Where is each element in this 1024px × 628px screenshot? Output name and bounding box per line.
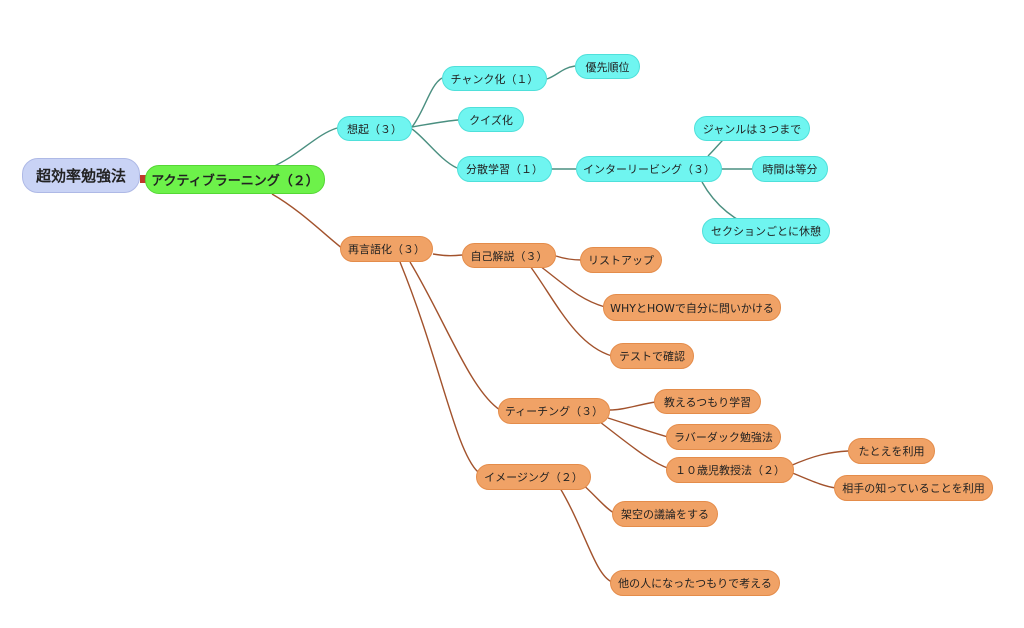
- node-spaced[interactable]: 分散学習（１）: [457, 156, 552, 182]
- link-selfexplain-test: [529, 265, 613, 357]
- link-verbalize-imaging: [399, 261, 479, 473]
- link-chunk-priority: [546, 65, 576, 80]
- node-root[interactable]: 超効率勉強法: [22, 158, 140, 193]
- node-time-equal[interactable]: 時間は等分: [752, 156, 828, 182]
- node-chunk[interactable]: チャンク化（１）: [442, 66, 547, 91]
- node-teach-learn[interactable]: 教えるつもり学習: [654, 389, 761, 414]
- node-section-rest[interactable]: セクションごとに休憩: [702, 218, 830, 244]
- link-verbalize-teaching: [409, 261, 501, 411]
- root-connector: [140, 175, 147, 183]
- node-ten-year-old[interactable]: １０歳児教授法（２）: [666, 457, 794, 483]
- node-why-how[interactable]: WHYとHOWで自分に問いかける: [603, 294, 781, 321]
- node-partner-knows[interactable]: 相手の知っていることを利用: [834, 475, 993, 501]
- link-verbalize-selfexplain: [432, 253, 463, 257]
- link-imaging-other: [559, 487, 613, 583]
- node-interleaving[interactable]: インターリービング（３）: [576, 156, 722, 182]
- node-analogy[interactable]: たとえを利用: [848, 438, 935, 464]
- node-genre[interactable]: ジャンルは３つまで: [694, 116, 810, 141]
- link-souki-quiz: [411, 119, 459, 128]
- node-souki[interactable]: 想起（３）: [337, 116, 412, 141]
- link-teaching-tenyear: [599, 421, 671, 470]
- link-teaching-rubberduck: [607, 417, 669, 438]
- node-fictional-debate[interactable]: 架空の議論をする: [612, 501, 718, 527]
- node-teaching[interactable]: ティーチング（３）: [498, 398, 610, 424]
- link-teaching-teachlearn: [609, 401, 657, 411]
- node-other-person[interactable]: 他の人になったつもりで考える: [610, 570, 780, 596]
- link-souki-chunk: [411, 77, 443, 128]
- node-rubber-duck[interactable]: ラバーダック勉強法: [666, 424, 781, 450]
- link-selfexplain-listup: [555, 255, 583, 261]
- link-main-verbalize: [271, 193, 344, 250]
- link-tenyear-partner: [789, 471, 837, 489]
- node-priority[interactable]: 優先順位: [575, 54, 640, 79]
- node-imaging[interactable]: イメージング（２）: [476, 464, 591, 490]
- node-quiz[interactable]: クイズ化: [458, 107, 524, 132]
- node-self-explain[interactable]: 自己解説（３）: [462, 243, 556, 268]
- node-active-learning[interactable]: アクティブラーニング（２）: [145, 165, 325, 194]
- link-selfexplain-whyhow: [539, 265, 606, 308]
- node-list-up[interactable]: リストアップ: [580, 247, 662, 273]
- node-verbalize[interactable]: 再言語化（３）: [340, 236, 433, 262]
- link-main-souki: [269, 127, 338, 169]
- node-test-check[interactable]: テストで確認: [610, 343, 694, 369]
- link-tenyear-analogy: [789, 450, 849, 467]
- link-souki-spaced: [411, 128, 458, 169]
